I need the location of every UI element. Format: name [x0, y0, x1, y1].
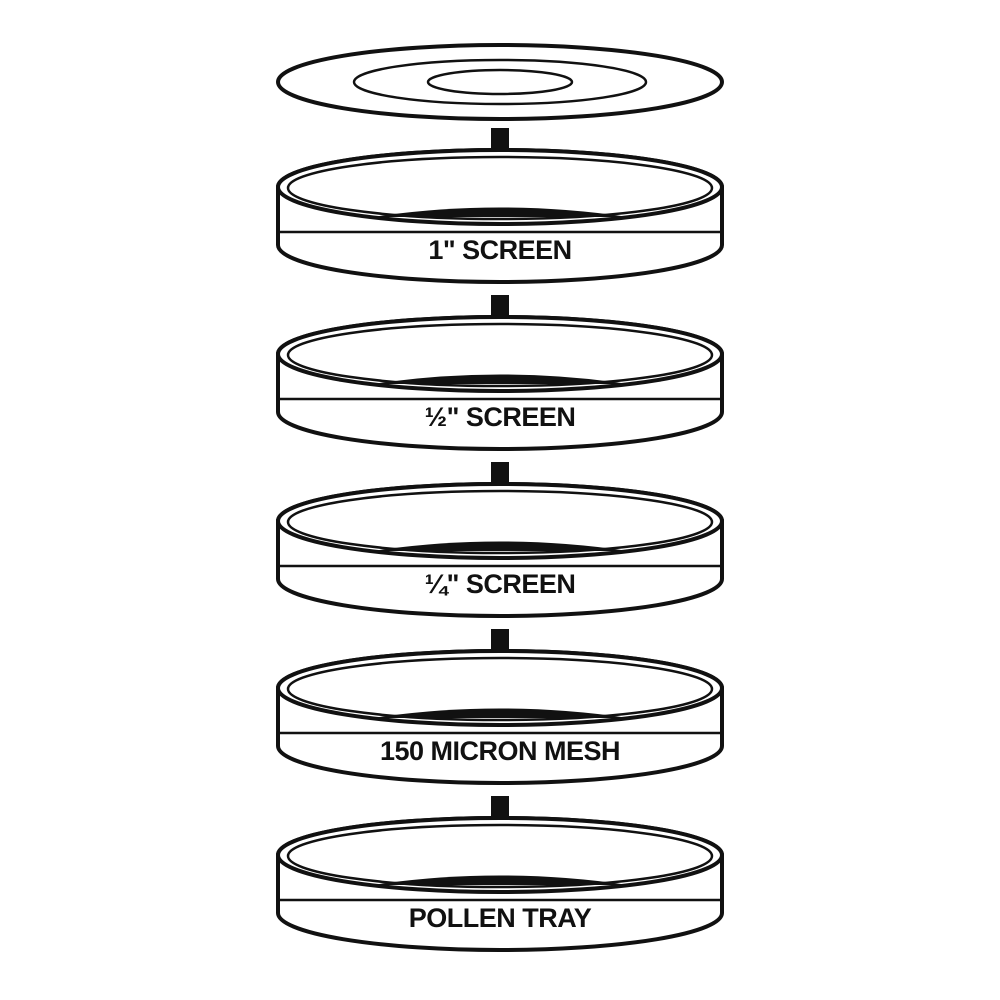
- tier-label: ¼" SCREEN: [425, 569, 576, 599]
- tier-3-screen: ¼" SCREEN: [276, 482, 724, 618]
- tier-label: 1" SCREEN: [428, 235, 571, 265]
- tier-label: POLLEN TRAY: [409, 903, 592, 933]
- tier-4-mesh: 150 MICRON MESH: [276, 649, 724, 785]
- tier-5-pollen-tray: POLLEN TRAY: [276, 816, 724, 952]
- lid: [276, 43, 724, 121]
- tier-label: 150 MICRON MESH: [380, 736, 620, 766]
- tier-label: ½" SCREEN: [425, 402, 576, 432]
- tier-1-screen: 1" SCREEN: [276, 148, 724, 284]
- tier-2-screen: ½" SCREEN: [276, 315, 724, 451]
